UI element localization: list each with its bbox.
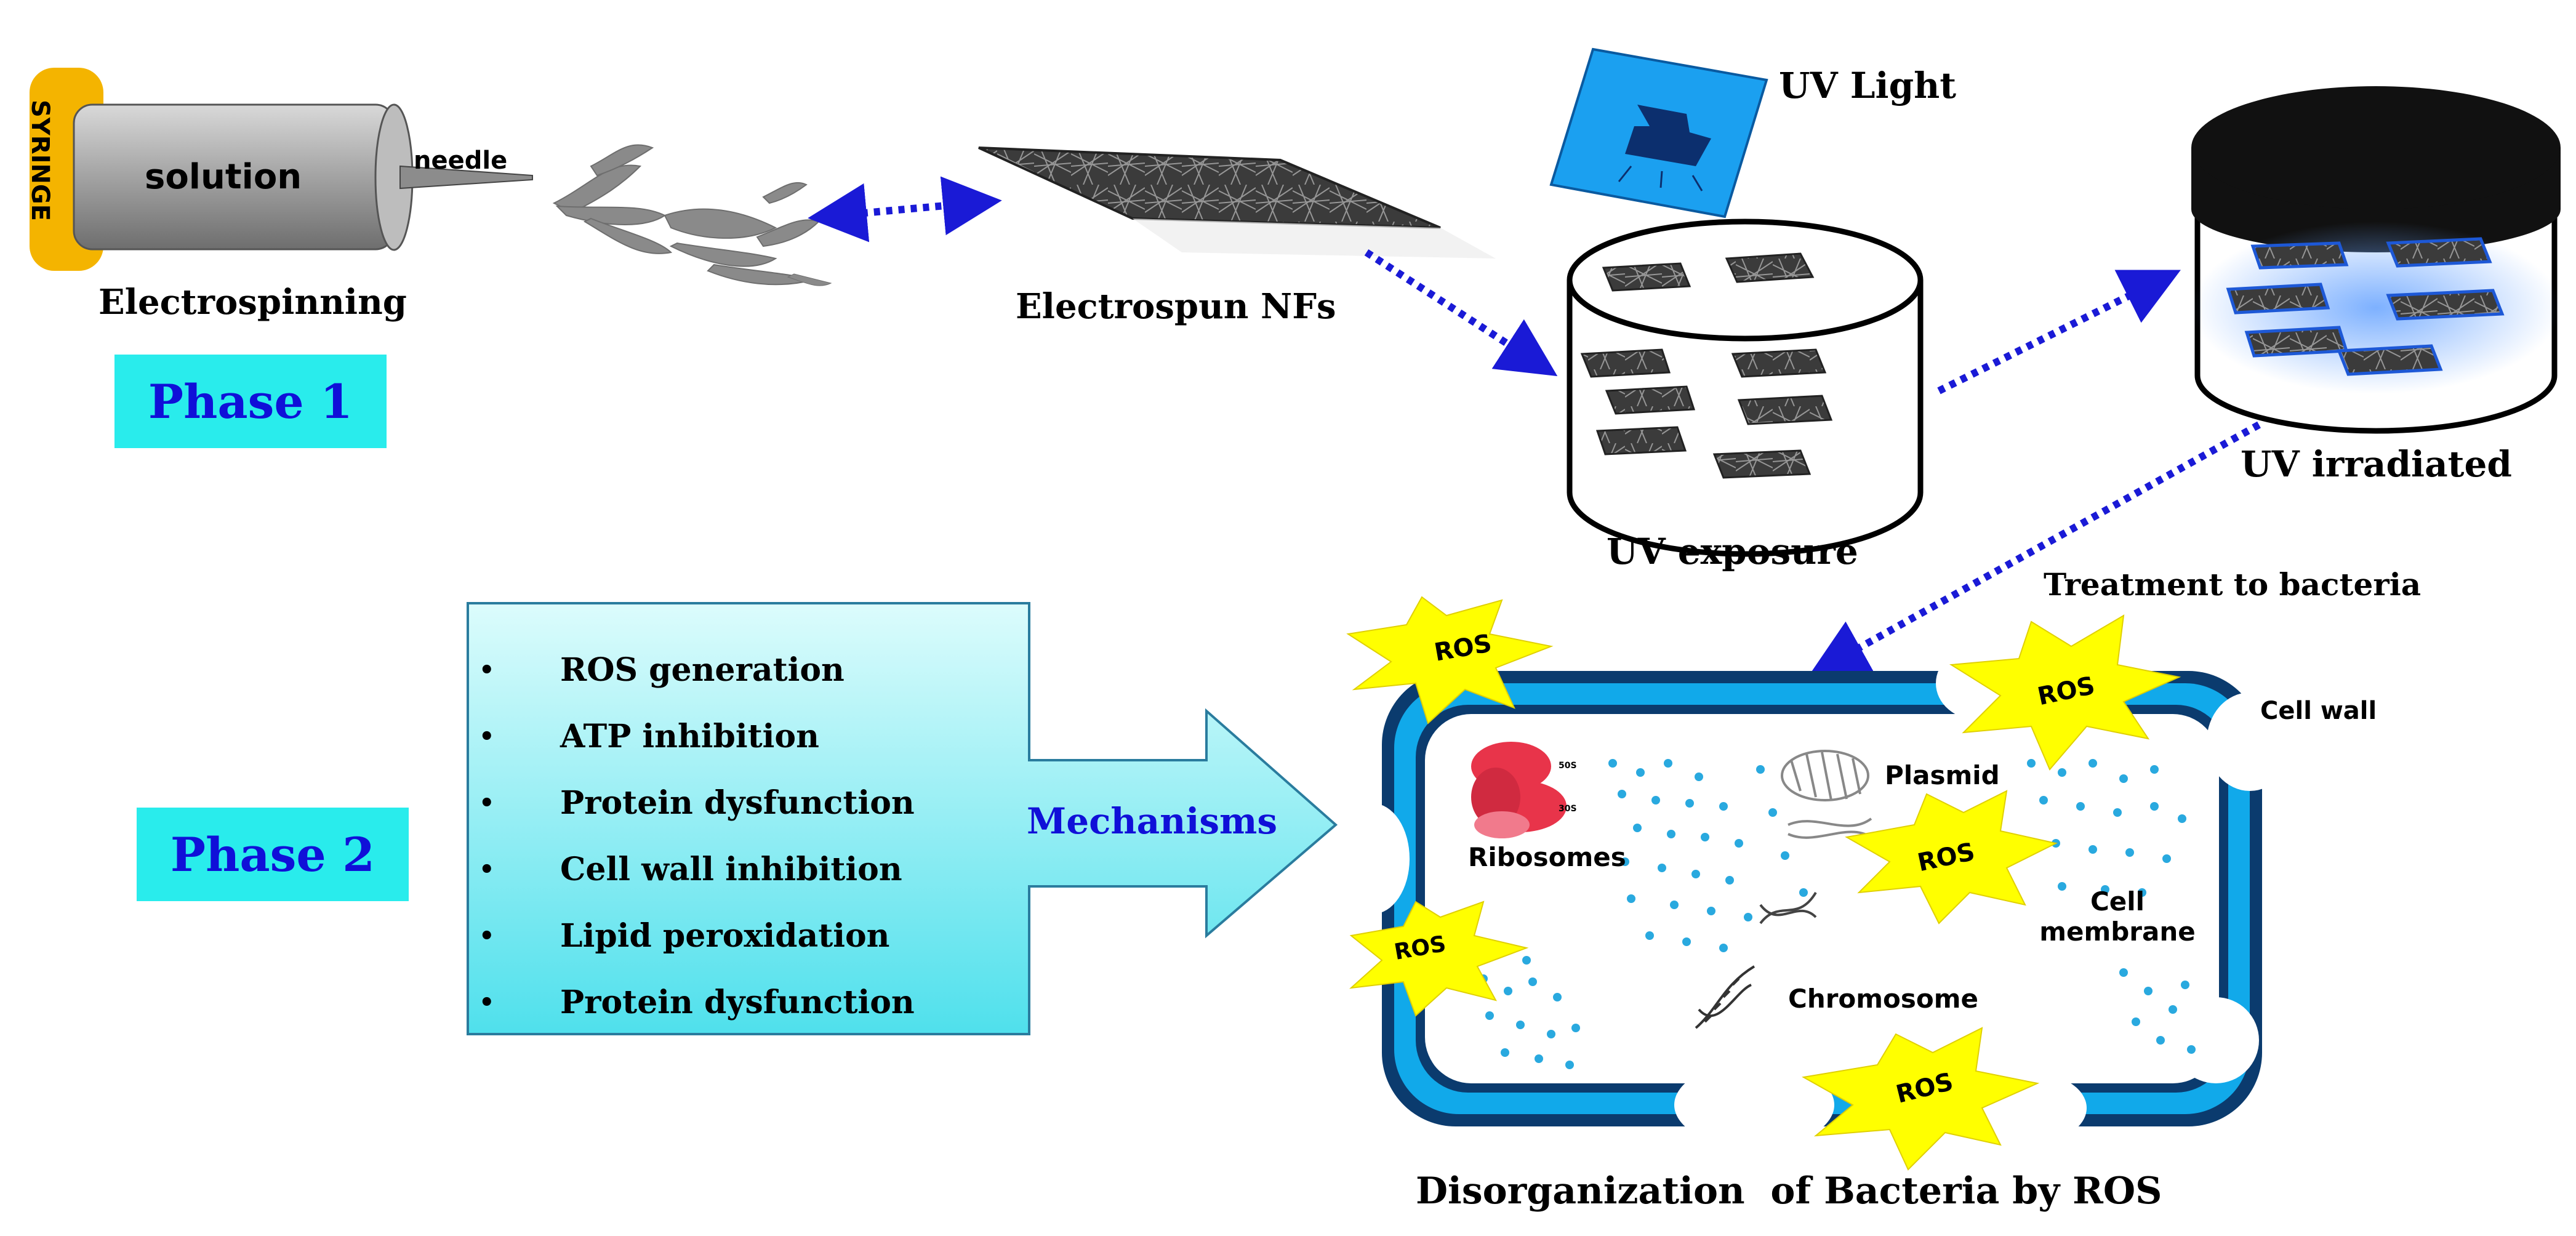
- arrow-electrospinning-to-nfs: [808, 176, 1002, 243]
- ros-burst-2: [1949, 614, 2181, 771]
- syringe: [30, 68, 533, 271]
- ros-burst-5: [1802, 1027, 2040, 1171]
- uv-exposure-label: UV exposure: [1607, 531, 1858, 572]
- arrow-uv-exposure-to-irradiated: [1937, 270, 2181, 395]
- ribosomes-label: Ribosomes: [1468, 842, 1626, 872]
- ribosome-illustration: [1471, 742, 1567, 838]
- needle-label: needle: [414, 146, 508, 175]
- ros-burst-4: [1349, 901, 1529, 1017]
- plasmid-illustration: [1781, 750, 1872, 839]
- chromosome-illustration: [1695, 965, 1755, 1029]
- uv-exposure-container: [1567, 219, 1924, 557]
- phase-1-label: Phase 1: [148, 374, 353, 429]
- dna-illustration: [1759, 891, 1817, 925]
- plasmid-label: Plasmid: [1885, 760, 2000, 790]
- mechanism-item: •ATP inhibition: [479, 718, 819, 755]
- solution-label: solution: [145, 157, 302, 197]
- ribosome-30s-label: 30S: [1559, 804, 1577, 814]
- mechanisms-list: •ROS generation •ATP inhibition •Protein…: [468, 637, 915, 1036]
- mechanism-item: •Cell wall inhibition: [479, 851, 902, 888]
- electrospun-nf-mat: [978, 146, 1496, 259]
- phase-1-box: Phase 1: [114, 355, 387, 448]
- ros-burst-3: [1845, 790, 2058, 925]
- treatment-label: Treatment to bacteria: [2044, 566, 2422, 603]
- diagram-caption: Disorganization of Bacteria by ROS: [1416, 1170, 2162, 1213]
- mechanism-item: •Lipid peroxidation: [479, 917, 890, 955]
- cell-membrane-label: Cell membrane: [2039, 886, 2196, 947]
- chromosome-label: Chromosome: [1788, 984, 1979, 1014]
- uv-irradiated-label: UV irradiated: [2241, 443, 2512, 485]
- mechanism-item: •Protein dysfunction: [479, 784, 915, 822]
- uv-light-label: UV Light: [1779, 65, 1957, 106]
- uv-lamp: [1549, 47, 1768, 219]
- cell-wall-label: Cell wall: [2260, 697, 2377, 725]
- arrow-nfs-to-uv-exposure: [1364, 249, 1558, 377]
- mechanisms-block-arrow: [467, 602, 1338, 1035]
- syringe-needle: [399, 165, 533, 190]
- ros-burst-1: [1346, 596, 1554, 724]
- spun-fibers: [552, 144, 832, 286]
- phase-2-label: Phase 2: [170, 827, 375, 882]
- ribosome-50s-label: 50S: [1559, 761, 1577, 771]
- mechanisms-label: Mechanisms: [1027, 800, 1278, 842]
- mechanism-item: •Protein dysfunction: [479, 984, 915, 1021]
- uv-irradiated-container: [2191, 86, 2561, 434]
- syringe-label: SYRINGE: [26, 100, 54, 222]
- bacterium-cell: [1336, 646, 2293, 1148]
- mechanism-item: •ROS generation: [479, 651, 845, 689]
- electrospinning-label: Electrospinning: [98, 282, 407, 323]
- phase-2-box: Phase 2: [137, 808, 409, 901]
- electrospun-nfs-label: Electrospun NFs: [1016, 286, 1336, 327]
